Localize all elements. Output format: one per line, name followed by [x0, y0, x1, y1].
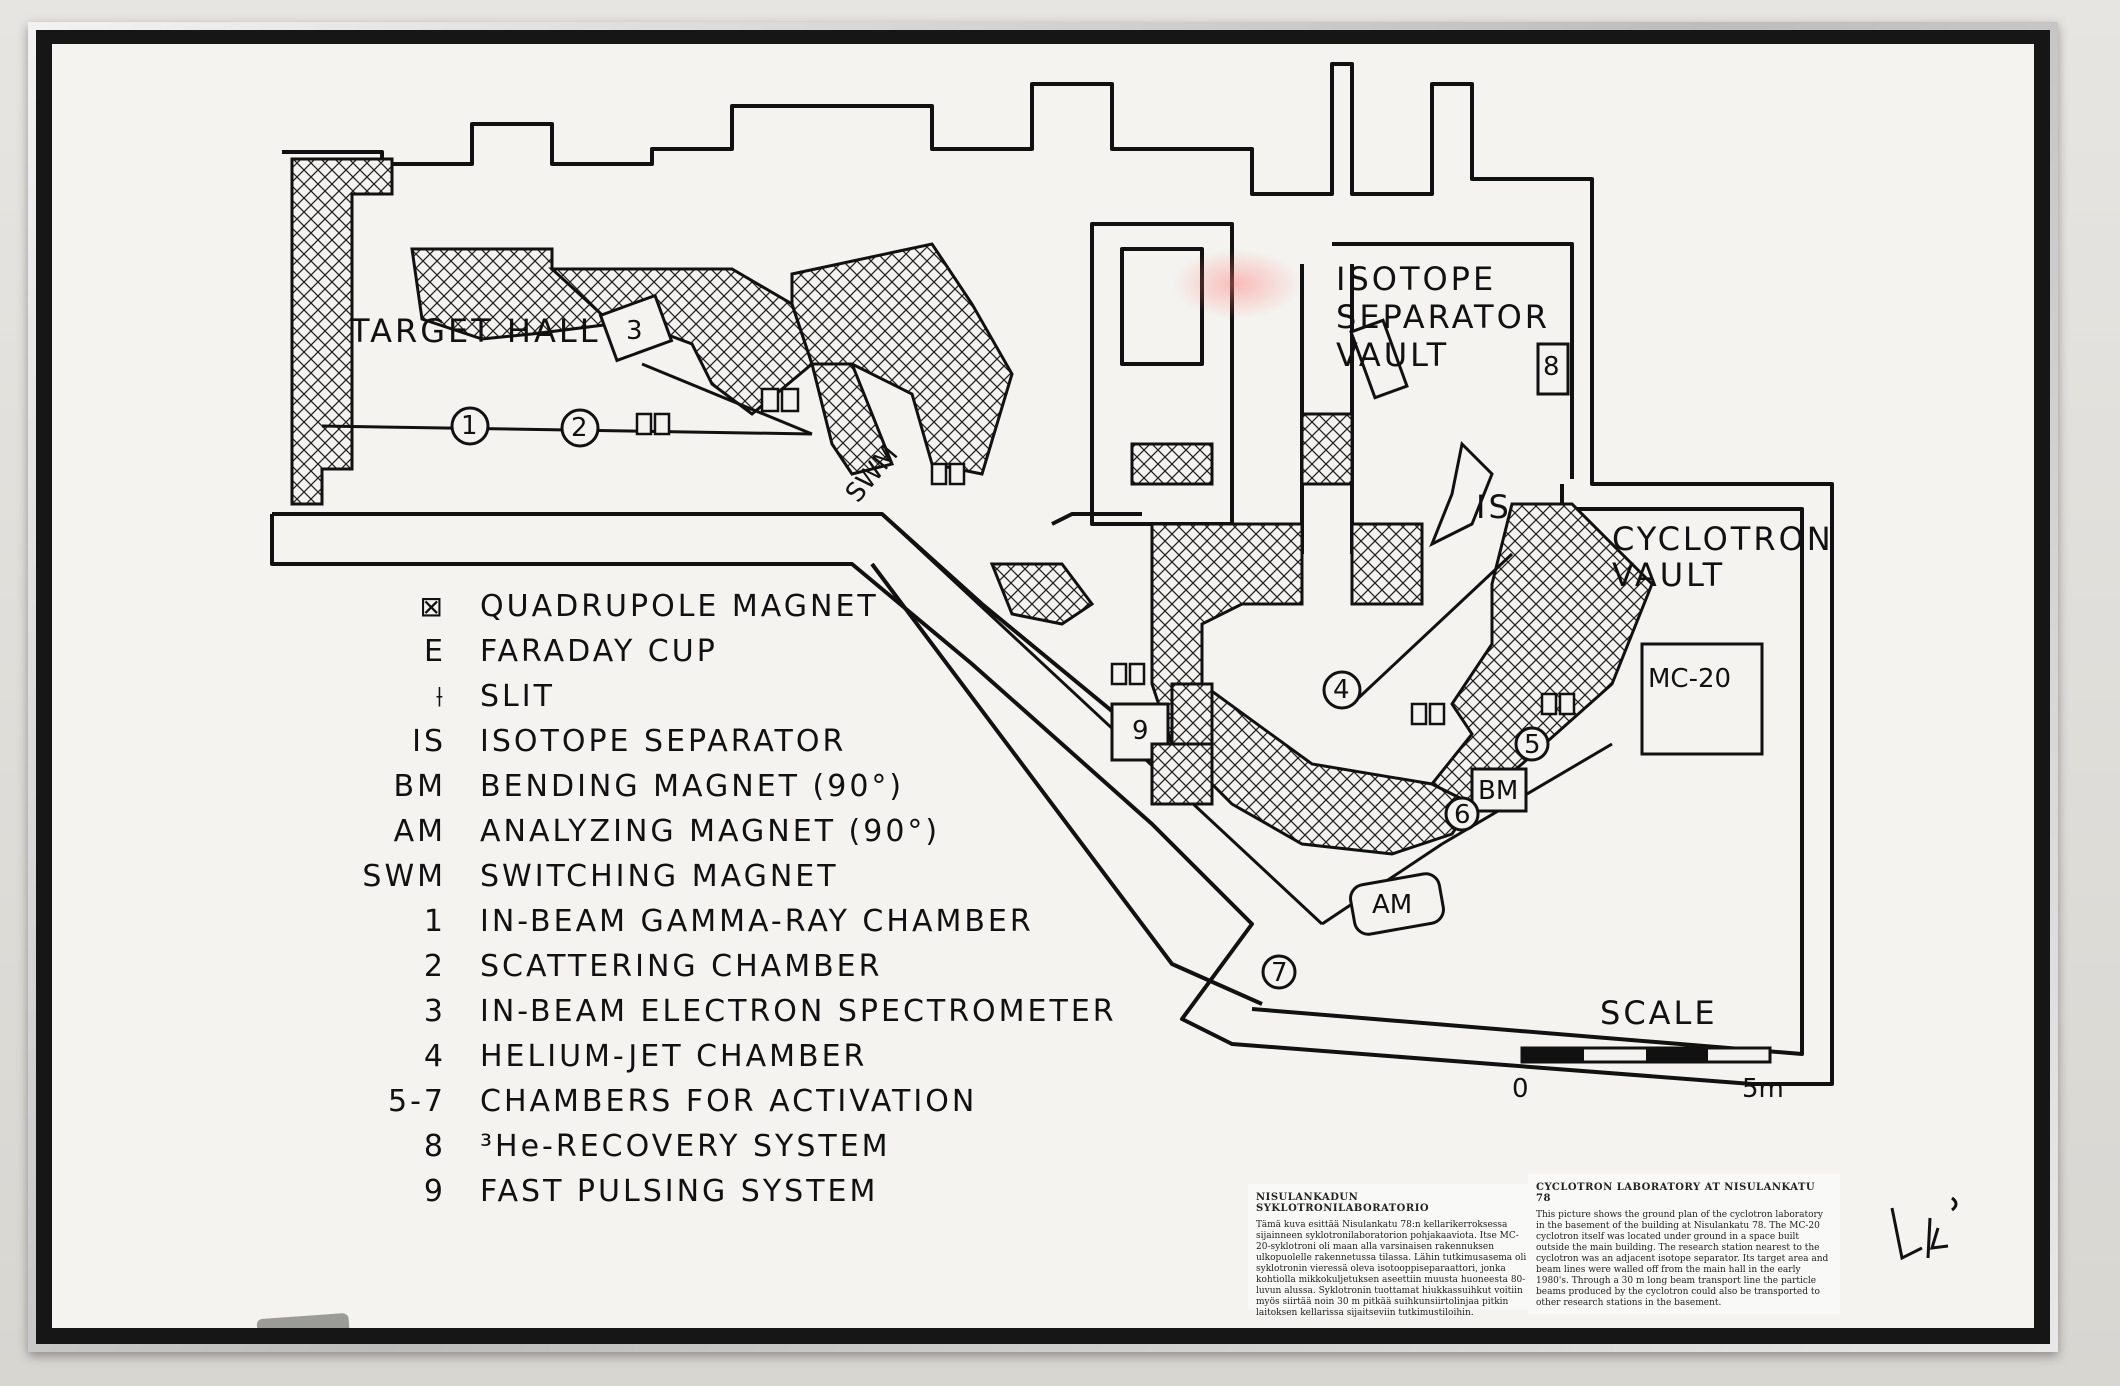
floor-plan-poster: TARGET HALL ISOTOPE SEPARATOR VAULT CYCL… [52, 44, 2034, 1328]
building-outline [270, 62, 1834, 1086]
equipment-shapes [598, 293, 1764, 936]
chamber-7-label: 7 [1271, 958, 1288, 988]
target-hall-label: TARGET HALL [350, 312, 601, 350]
corridor-bottom [870, 562, 1263, 1006]
english-caption-text: This picture shows the ground plan of th… [1536, 1210, 1829, 1308]
scale-start: 0 [1512, 1074, 1529, 1104]
isotope-vault-label-2: SEPARATOR [1336, 298, 1550, 336]
isotope-vault-label-3: VAULT [1336, 336, 1450, 374]
scale-bar [1520, 1046, 1772, 1064]
chambers [450, 406, 1550, 990]
floor-plan-drawing [270, 62, 1834, 1086]
slit-icon: ⟊ [435, 679, 446, 713]
pulsing-9-label: 9 [1132, 716, 1149, 746]
stair-room-inner [1120, 247, 1204, 366]
english-caption-title: CYCLOTRON LABORATORY AT NISULANKATU 78 [1536, 1182, 1816, 1204]
faraday-cup-icon: E [424, 634, 446, 669]
am-label: AM [1372, 890, 1413, 920]
spectrometer-3-label: 3 [626, 316, 643, 346]
english-caption: CYCLOTRON LABORATORY AT NISULANKATU 78 T… [1528, 1174, 1840, 1314]
finnish-caption-title: NISULANKADUN SYKLOTRONILABORATORIO [1256, 1192, 1430, 1214]
finnish-caption-text: Tämä kuva esittää Nisulankatu 78:n kella… [1256, 1220, 1527, 1318]
scale-title: SCALE [1600, 994, 1718, 1032]
chamber-4-label: 4 [1333, 675, 1350, 705]
chamber-5-label: 5 [1524, 730, 1541, 760]
recovery-8-label: 8 [1543, 352, 1560, 382]
mc20-label: MC-20 [1648, 664, 1732, 694]
legend-quadrupole: ⊠QUADRUPOLE MAGNET [320, 589, 879, 624]
scale-end: 5m [1742, 1074, 1784, 1104]
chamber-1-label: 1 [461, 411, 478, 441]
cyclotron-vault-wall [1251, 484, 1804, 1056]
quadrupole-magnets [635, 387, 1576, 726]
cyclotron-vault-label-1: CYCLOTRON [1612, 520, 1834, 558]
finnish-caption: NISULANKADUN SYKLOTRONILABORATORIO Tämä … [1248, 1184, 1540, 1318]
chamber-6-label: 6 [1454, 800, 1471, 830]
corridor-wall-2 [1051, 512, 1142, 526]
quadrupole-icon: ⊠ [419, 590, 446, 623]
legend-slit: ⟊SLIT [320, 679, 555, 714]
signature-mark [1890, 1196, 1958, 1261]
isotope-vault-label-1: ISOTOPE [1336, 260, 1497, 298]
isotope-vault-wall [1332, 242, 1574, 479]
cyclotron-vault-label-2: VAULT [1612, 556, 1726, 594]
is-label: IS [1476, 488, 1512, 526]
vault-shaft [1300, 264, 1354, 554]
chamber-2-label: 2 [571, 413, 588, 443]
bm-label: BM [1478, 776, 1519, 806]
light-glare [1172, 249, 1302, 319]
